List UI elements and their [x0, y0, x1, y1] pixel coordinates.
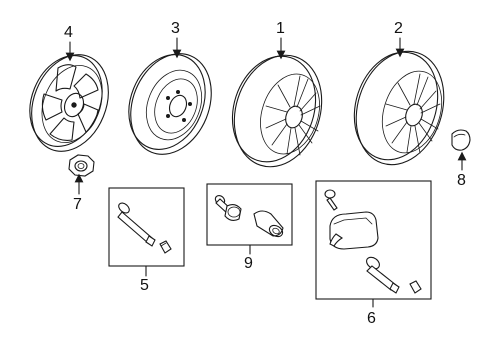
svg-text:3: 3 [171, 20, 180, 37]
sensor-valve-cap [409, 280, 422, 294]
tpms-sensor [329, 211, 379, 250]
callout-1: 1 [276, 20, 286, 60]
center-cap-8 [451, 129, 471, 151]
callout-7: 7 [73, 173, 84, 213]
sensor-screw [324, 189, 338, 211]
lug-nut-7 [68, 154, 95, 177]
wheel-3 [128, 53, 212, 155]
svg-text:8: 8 [457, 172, 466, 189]
callout-9: 9 [244, 244, 253, 272]
svg-text:1: 1 [276, 20, 285, 37]
callout-4: 4 [64, 24, 75, 62]
lock-key [253, 210, 284, 238]
wheel-4 [29, 54, 109, 152]
callout-8: 8 [457, 151, 467, 189]
sensor-valve-stem [366, 256, 400, 294]
wheel-2 [353, 50, 445, 166]
svg-text:5: 5 [140, 277, 149, 294]
svg-text:9: 9 [244, 255, 253, 272]
valve-cap [159, 240, 172, 254]
valve-stem [117, 202, 156, 247]
callout-5: 5 [140, 265, 149, 294]
callout-3: 3 [171, 20, 182, 59]
part-box-5 [108, 187, 185, 267]
wheel-1 [231, 54, 323, 168]
lock-bolt [214, 195, 242, 222]
svg-text:4: 4 [64, 24, 73, 41]
svg-text:2: 2 [394, 20, 403, 37]
callout-6: 6 [367, 298, 376, 327]
svg-text:6: 6 [367, 310, 376, 327]
part-box-9 [206, 183, 293, 246]
svg-text:7: 7 [73, 196, 82, 213]
part-box-6 [315, 180, 432, 300]
callout-2: 2 [394, 20, 405, 58]
